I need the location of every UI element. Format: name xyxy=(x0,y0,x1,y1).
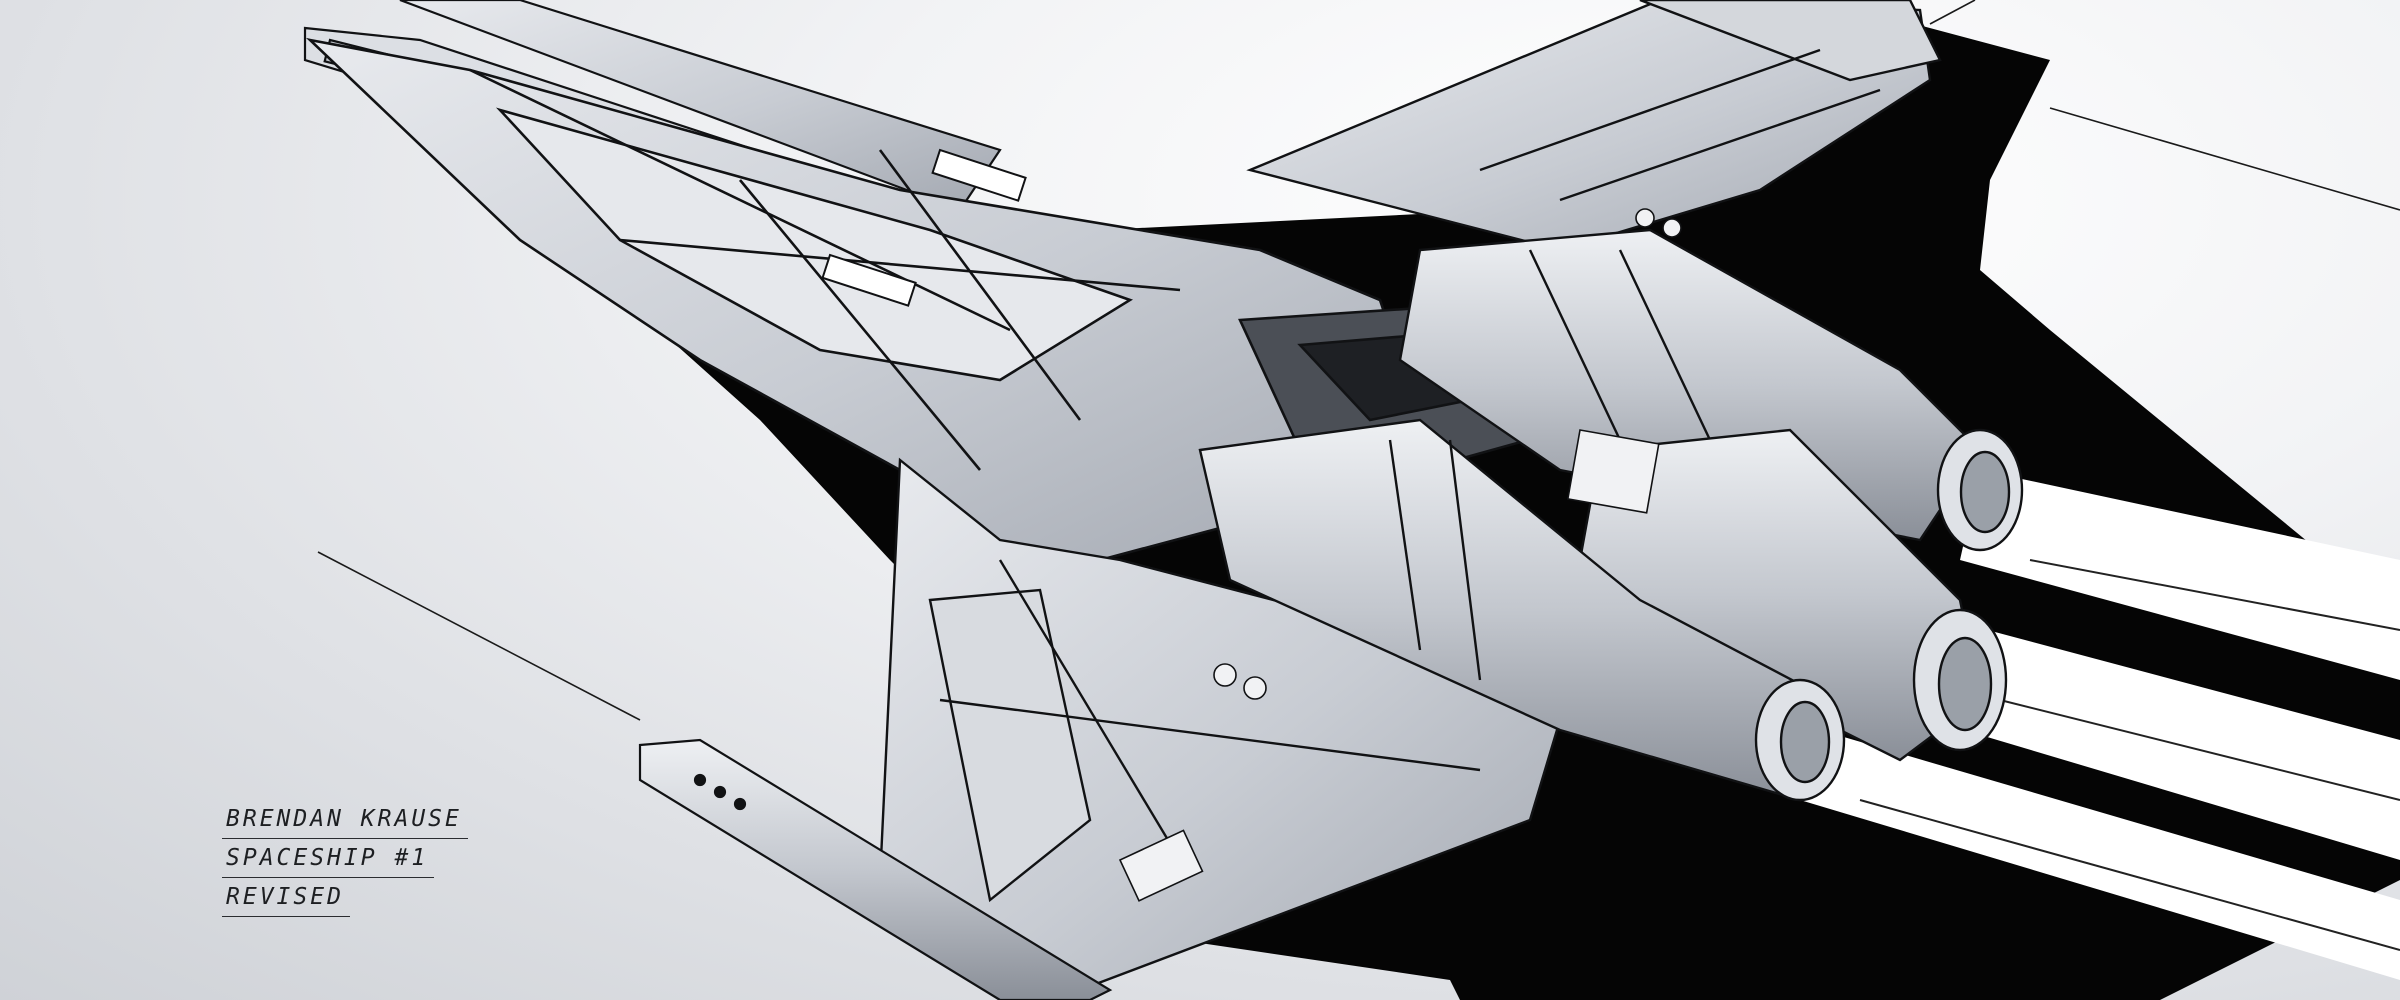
revision-note: REVISED xyxy=(222,882,350,917)
lower-cannon xyxy=(638,738,1113,1000)
artist-signature: BRENDAN KRAUSE SPACESHIP #1 REVISED xyxy=(222,804,468,921)
thrust-trails xyxy=(1800,470,2400,980)
hull-details xyxy=(1118,208,1682,902)
engine-upper xyxy=(1398,228,2024,552)
lower-wing xyxy=(878,457,1562,992)
vent-grilles xyxy=(821,148,1027,307)
artist-name: BRENDAN KRAUSE xyxy=(222,804,468,839)
top-wing xyxy=(1246,0,1942,252)
engine-lower xyxy=(1198,418,1846,802)
artwork-title: SPACESHIP #1 xyxy=(222,843,435,878)
